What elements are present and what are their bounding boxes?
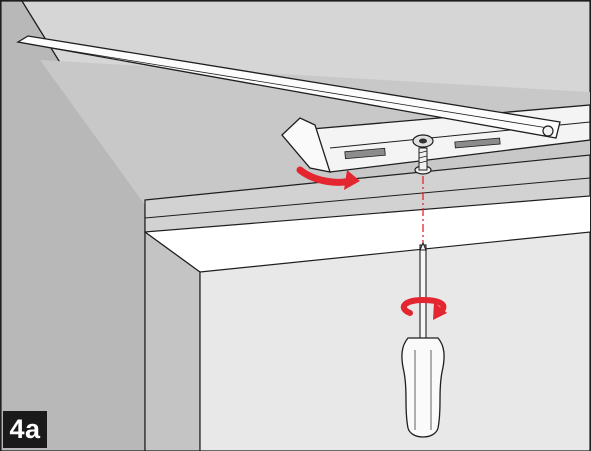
step-label: 4a xyxy=(3,411,47,448)
screwdriver-rotate-arrow-icon xyxy=(400,296,447,316)
closer-arm xyxy=(16,35,561,139)
door-opening xyxy=(199,231,591,451)
screwdriver-icon xyxy=(401,241,445,438)
closer-end-flap xyxy=(281,117,331,173)
arm-pivot xyxy=(542,125,554,137)
frame-header xyxy=(144,154,591,233)
screw xyxy=(414,147,432,175)
